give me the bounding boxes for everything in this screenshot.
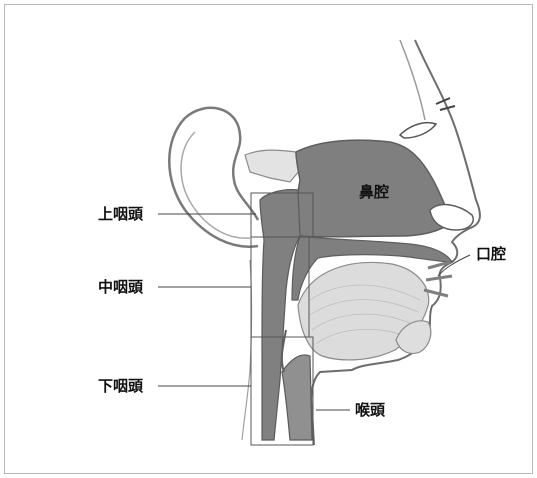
larynx-region bbox=[282, 355, 312, 440]
label-larynx: 喉頭 bbox=[355, 401, 385, 419]
label-upper-pharynx: 上咽頭 bbox=[98, 205, 143, 223]
label-nasal-cavity: 鼻腔 bbox=[359, 183, 389, 201]
label-oral-cavity: 口腔 bbox=[476, 245, 506, 263]
skull-base bbox=[245, 150, 300, 182]
eye-shape bbox=[400, 123, 436, 138]
label-middle-pharynx: 中咽頭 bbox=[98, 278, 143, 296]
label-lower-pharynx: 下咽頭 bbox=[98, 377, 143, 395]
ear-outline bbox=[169, 108, 258, 247]
